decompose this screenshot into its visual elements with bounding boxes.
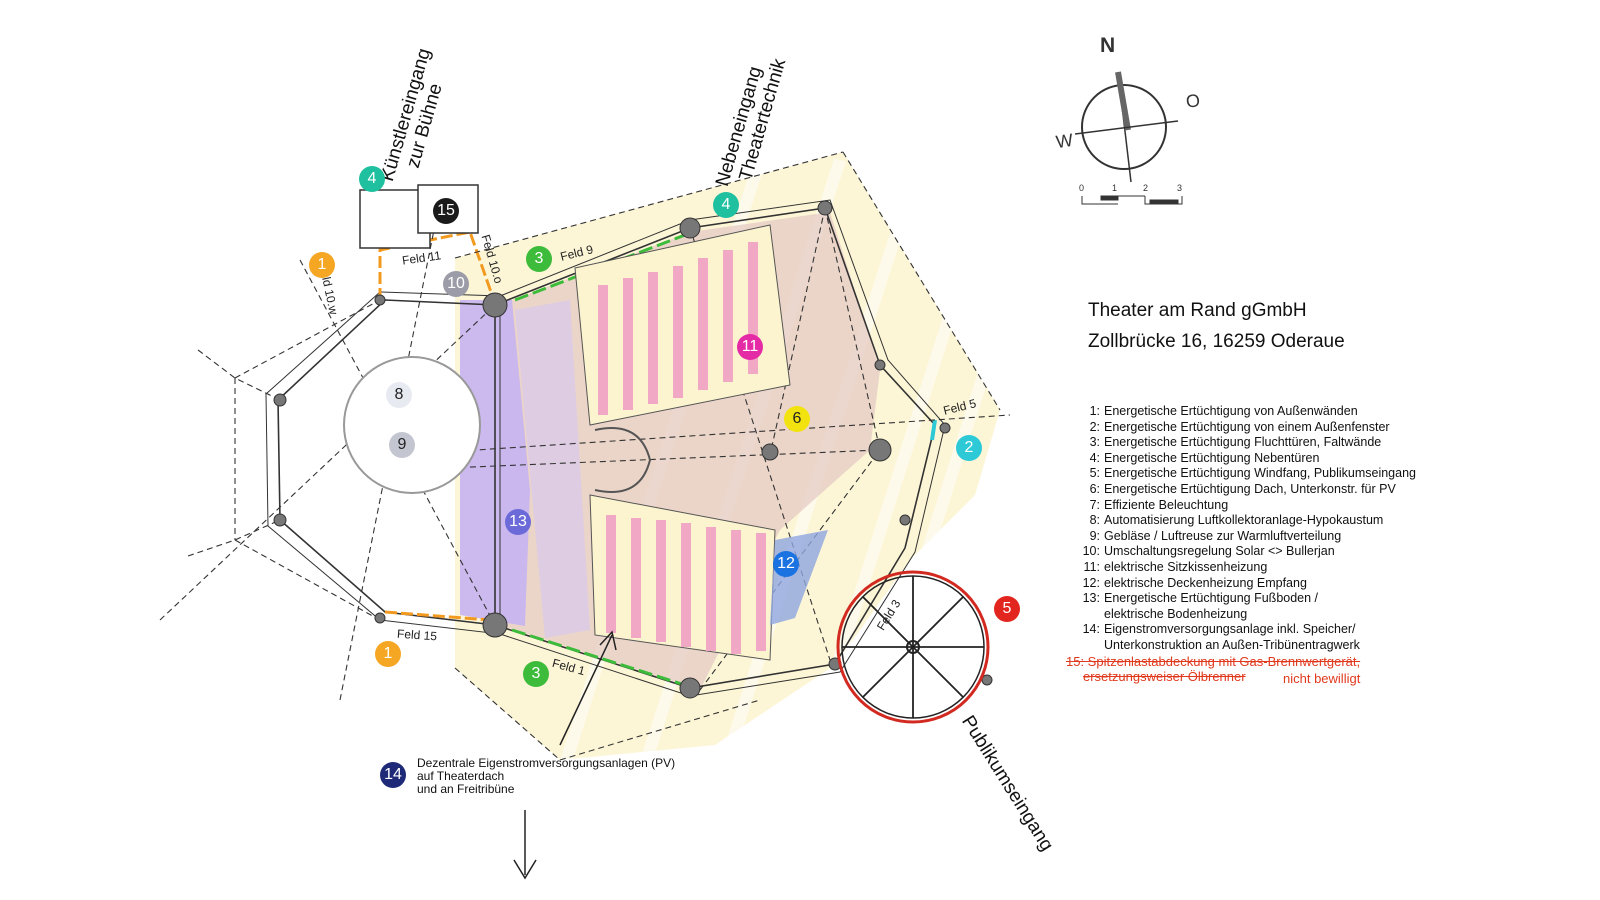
- compass-east-label: O: [1184, 90, 1202, 112]
- marker-14: 14: [380, 762, 406, 788]
- seating-block-upper: [574, 224, 791, 426]
- window-line: [930, 419, 937, 441]
- legend-item-number: 4:: [1089, 450, 1100, 465]
- pv-note-line1: Dezentrale Eigenstromversorgungsanlagen …: [417, 756, 676, 770]
- legend-item: 12: elektrische Deckenheizung Empfang: [1070, 576, 1540, 592]
- legend-item-number: 10:: [1082, 544, 1100, 559]
- scale-label-0: 0: [1079, 183, 1085, 193]
- legend-item-text: Energetische Ertüchtigung von Außenwände…: [1104, 404, 1358, 418]
- compass: [1074, 71, 1179, 183]
- legend-item: 2: Energetische Ertüchtigung von einem Au…: [1070, 420, 1540, 436]
- org-name: Theater am Rand gGmbH: [1088, 300, 1307, 321]
- pv-note-line3: und an Freitribüne: [417, 782, 515, 796]
- legend-item-number: 1:: [1089, 404, 1100, 418]
- marker-10: 10: [443, 271, 469, 297]
- marker-3-north: 3: [526, 246, 552, 272]
- legend-item-text: Energetische Ertüchtigung Nebentüren: [1104, 450, 1320, 465]
- legend-item-number: 9:: [1089, 528, 1100, 543]
- marker-12: 12: [773, 551, 799, 577]
- legend-item-text: Gebläse / Luftreuse zur Warmluftverteilu…: [1104, 528, 1342, 543]
- marker-1-south: 1: [375, 641, 401, 667]
- legend-item: 7: Effiziente Beleuchtung: [1070, 498, 1540, 514]
- compass-north-label: N: [1100, 34, 1116, 57]
- legend-item: 11: elektrische Sitzkissenheizung: [1070, 560, 1540, 576]
- legend-item: 8: Automatisierung Luftkollektoranlage-Hy…: [1070, 513, 1540, 529]
- marker-4-artist: 4: [359, 166, 385, 192]
- legend-item-text: Energetische Ertüchtigung von einem Auße…: [1104, 419, 1390, 434]
- legend-item-text: Effiziente Beleuchtung: [1104, 497, 1229, 512]
- legend-item: 1: Energetische Ertüchtigung von Außenwän…: [1070, 404, 1540, 420]
- legend-item-text: Energetische Ertüchtigung Fluchttüren, F…: [1104, 435, 1382, 450]
- door-retrofit-lines: [511, 233, 686, 687]
- legend-item-number: 7:: [1089, 497, 1100, 512]
- marker-3-south: 3: [523, 661, 549, 687]
- marker-6: 6: [784, 406, 810, 432]
- legend-item: 3: Energetische Ertüchtigung Fluchttüren,…: [1070, 435, 1540, 451]
- legend-item: 4: Energetische Ertüchtigung Nebentüren: [1070, 451, 1540, 467]
- legend-item-15-line1: 15: Spitzenlastabdeckung mit Gas-Brennwe…: [1066, 654, 1361, 669]
- scale-bar: [1081, 195, 1183, 205]
- marker-1-north: 1: [309, 252, 335, 278]
- legend-item-number: 12:: [1082, 575, 1100, 590]
- marker-11: 11: [737, 334, 763, 360]
- legend-item-text: Energetische Ertüchtigung Windfang, Publ…: [1104, 466, 1416, 481]
- marker-13: 13: [505, 509, 531, 535]
- legend-item-number: 14:: [1082, 622, 1100, 637]
- columns: [273, 200, 993, 699]
- legend-item-text: Automatisierung Luftkollektoranlage-Hypo…: [1104, 513, 1384, 528]
- legend-item: 14: Eigenstromversorgungsanlage inkl. Spe…: [1070, 622, 1540, 638]
- floor-heating-stripe: [515, 300, 590, 638]
- stage-arch: [594, 427, 652, 493]
- marker-4-side: 4: [713, 192, 739, 218]
- entrance-vestibule: [836, 570, 990, 724]
- legend-item-number: 6:: [1089, 481, 1100, 496]
- marker-2: 2: [956, 435, 982, 461]
- legend-item-number: 13:: [1082, 591, 1100, 606]
- legend-item-15-status: nicht bewilligt: [1283, 671, 1361, 686]
- compass-west-label: W: [1054, 129, 1075, 153]
- pv-arrows: [513, 630, 617, 880]
- legend-item: 5: Energetische Ertüchtigung Windfang, Pu…: [1070, 466, 1540, 482]
- legend-item-text: Eigenstromversorgungsanlage inkl. Speich…: [1104, 622, 1356, 637]
- wall-retrofit-lines: [378, 230, 494, 622]
- legend-item-number: 8:: [1089, 513, 1100, 528]
- scale-label-2: 2: [1143, 183, 1149, 193]
- org-address: Zollbrücke 16, 16259 Oderaue: [1088, 331, 1345, 352]
- legend-item-number: 5:: [1089, 466, 1100, 481]
- legend-item-text: elektrische Sitzkissenheizung: [1104, 559, 1268, 574]
- legend-item: 10: Umschaltungsregelung Solar <> Bullerj…: [1070, 544, 1540, 560]
- pv-note-line2: auf Theaterdach: [417, 769, 505, 783]
- marker-15: 15: [433, 198, 459, 224]
- legend-item-text: elektrische Bodenheizung: [1104, 606, 1248, 621]
- legend-item: Unterkonstruktion an Außen-Tribünentragw…: [1070, 638, 1540, 654]
- legend: 1: Energetische Ertüchtigung von Außenwän…: [1070, 404, 1540, 654]
- marker-5: 5: [994, 596, 1020, 622]
- legend-item-text: Unterkonstruktion an Außen-Tribünentragw…: [1104, 637, 1360, 652]
- legend-item: 13: Energetische Ertüchtigung Fußboden /: [1070, 591, 1540, 607]
- legend-item-number: 2:: [1089, 419, 1100, 434]
- legend-item-number: 11:: [1083, 559, 1100, 574]
- legend-item: 9: Gebläse / Luftreuse zur Warmluftvertei…: [1070, 529, 1540, 545]
- legend-item-number: 3:: [1089, 435, 1100, 450]
- scale-label-3: 3: [1177, 183, 1183, 193]
- seating-block-lower: [589, 494, 776, 661]
- legend-item-text: Umschaltungsregelung Solar <> Bullerjan: [1104, 544, 1335, 559]
- marker-9: 9: [389, 432, 415, 458]
- marker-8: 8: [386, 382, 412, 408]
- field-label-15: Feld 15: [396, 626, 438, 644]
- legend-item-15-line2: ersetzungsweiser Ölbrenner: [1083, 669, 1246, 684]
- legend-item-text: Energetische Ertüchtigung Fußboden /: [1104, 591, 1319, 606]
- legend-item-text: elektrische Deckenheizung Empfang: [1104, 575, 1307, 590]
- pv-note: Dezentrale Eigenstromversorgungsanlagen …: [417, 757, 675, 796]
- legend-item: elektrische Bodenheizung: [1070, 607, 1540, 623]
- stage-circle: [343, 356, 481, 494]
- legend-item-text: Energetische Ertüchtigung Dach, Unterkon…: [1104, 481, 1396, 496]
- scale-label-1: 1: [1112, 183, 1118, 193]
- legend-item: 6: Energetische Ertüchtigung Dach, Unterk…: [1070, 482, 1540, 498]
